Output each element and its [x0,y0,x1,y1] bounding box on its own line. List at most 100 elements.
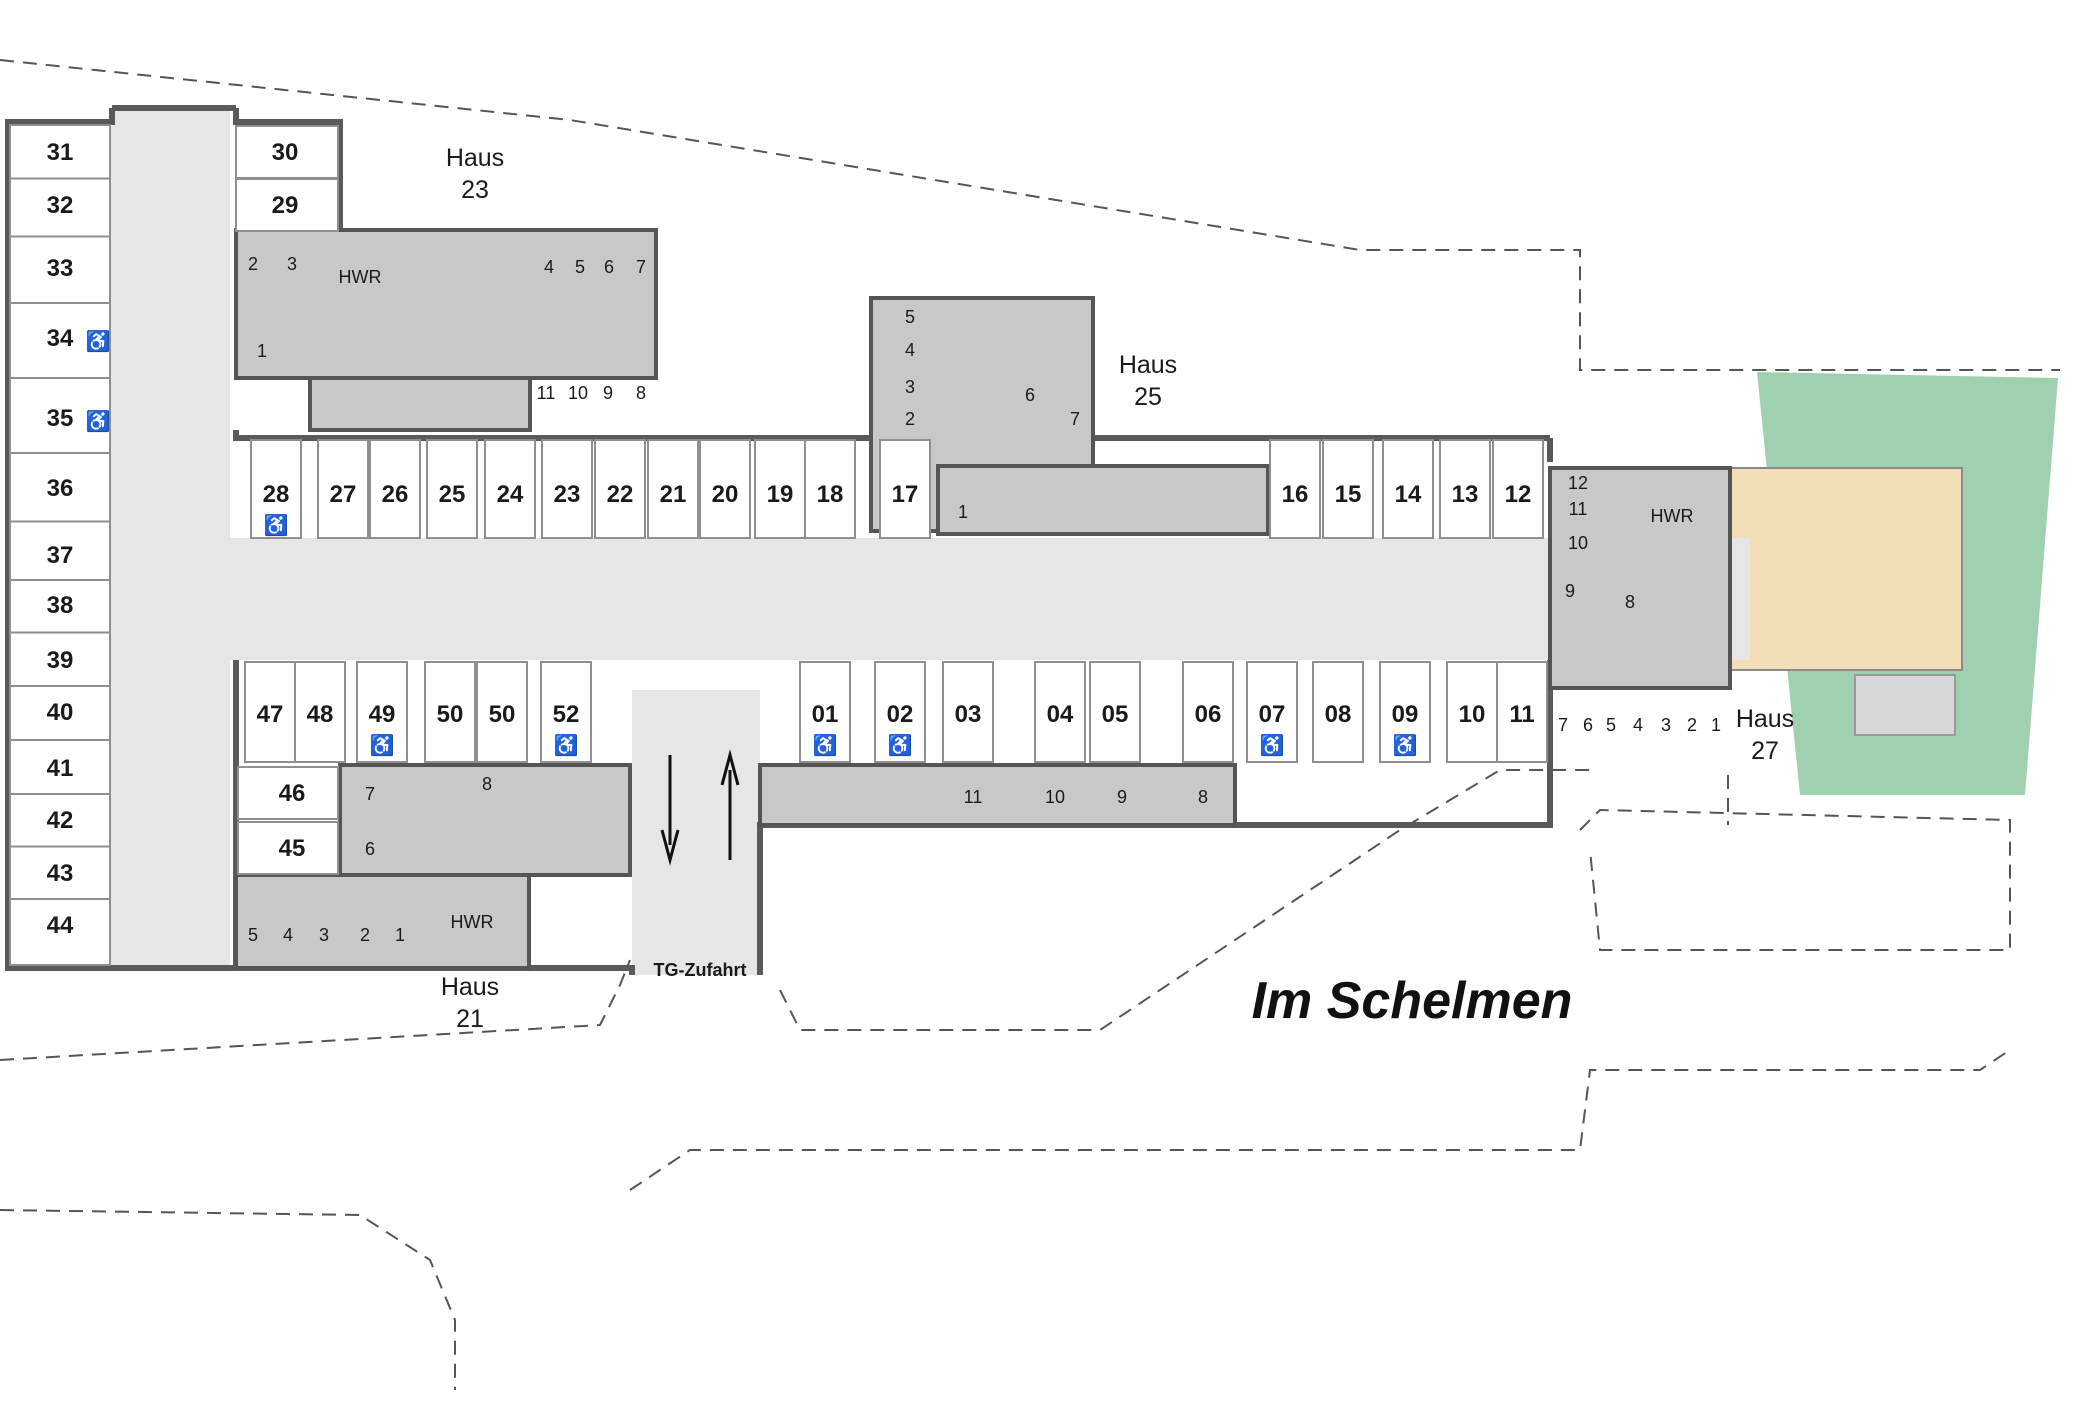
house-label: 21 [456,1005,484,1033]
storage-number: 4 [905,340,915,360]
storage-number: 5 [905,307,915,327]
storage-number: 12 [1568,473,1588,493]
hwr-label: HWR [451,912,494,932]
parking-slot [1496,661,1548,763]
storage-number: 2 [360,925,370,945]
parking-slot-number: 12 [1505,481,1532,508]
wheelchair-icon: ♿ [370,733,395,757]
parking-slot [9,845,111,900]
street-name: Im Schelmen [1252,972,1573,1030]
storage-number: 9 [1117,787,1127,807]
parking-slot [804,439,856,539]
parking-slot-number: 17 [892,481,919,508]
parking-slot-number: 29 [272,192,299,219]
storage-number: 6 [1583,715,1593,735]
parking-slot-number: 14 [1395,481,1422,508]
storage-number: 1 [395,925,405,945]
parking-slot-number: 16 [1282,481,1309,508]
wheelchair-icon: ♿ [888,733,913,757]
parking-slot-number: 13 [1452,481,1479,508]
parking-slot [235,125,339,179]
parking-slot-number: 06 [1195,701,1222,728]
parking-slot [317,439,369,539]
wheelchair-icon: ♿ [1393,733,1418,757]
storage-number: 3 [1661,715,1671,735]
parking-slot-number: 01 [812,701,839,728]
parking-slot-number: 47 [257,701,284,728]
parking-slot [647,439,699,539]
entrance-label: TG-Zufahrt [654,960,747,980]
parking-slot [1182,661,1234,763]
parking-slot [356,661,408,763]
parking-slot [237,766,339,820]
storage-number: 7 [1070,409,1080,429]
storage-number: 8 [636,383,646,403]
house-25-stair-area [936,464,1270,536]
parking-slot [9,520,111,581]
arrow-down-icon [660,755,680,866]
hwr-label: HWR [1651,506,1694,526]
parking-slot-number: 25 [439,481,466,508]
parking-slot-number: 30 [272,139,299,166]
wheelchair-icon: ♿ [86,409,111,433]
house-23-stair-area [308,376,532,432]
storage-number: 7 [1558,715,1568,735]
parking-slot-number: 33 [47,255,74,282]
storage-number: 6 [1025,385,1035,405]
parking-slot-number: 28 [263,481,290,508]
parking-slot-number: 03 [955,701,982,728]
storage-number: 8 [1198,787,1208,807]
parking-slot [9,235,111,304]
storage-number: 5 [1606,715,1616,735]
parking-slot-number: 23 [554,481,581,508]
parking-slot-number: 21 [660,481,687,508]
parking-slot [9,631,111,687]
house-label: Haus [446,144,504,172]
storage-number: 11 [964,787,983,807]
parking-slot-number: 10 [1459,701,1486,728]
storage-number: 1 [958,502,968,522]
parking-slot-number: 48 [307,701,334,728]
storage-number: 11 [537,383,556,403]
parking-slot [9,124,111,180]
storage-number: 8 [482,774,492,794]
parking-slot-number: 02 [887,701,914,728]
parking-slot [1269,439,1321,539]
parking-slot [594,439,646,539]
aisle-main [230,538,1750,660]
south-storage-strip [758,763,1237,827]
storage-number: 1 [1711,715,1721,735]
parking-slot [1382,439,1434,539]
parking-slot [1439,439,1491,539]
storage-number: 9 [603,383,613,403]
parking-slot-number: 36 [47,475,74,502]
arrow-up-icon [720,749,740,860]
hwr-label: HWR [339,267,382,287]
aisle-west [110,110,230,968]
parking-slot [942,661,994,763]
parking-slot [244,661,296,763]
parking-slot-number: 11 [1509,701,1534,728]
storage-number: 6 [365,839,375,859]
storage-number: 8 [1625,592,1635,612]
storage-number: 3 [905,377,915,397]
parking-slot-number: 40 [47,699,74,726]
parking-slot [799,661,851,763]
storage-number: 11 [1569,499,1588,519]
parking-slot [369,439,421,539]
parking-slot [250,439,302,539]
parking-slot-number: 07 [1259,701,1286,728]
parking-slot [1446,661,1498,763]
parking-slot [879,439,931,539]
parking-slot [1322,439,1374,539]
parking-slot [237,821,339,875]
storage-number: 7 [636,257,646,277]
parking-slot-number: 52 [553,701,580,728]
property-boundary [0,59,2060,1390]
parking-slot-number: 43 [47,860,74,887]
parking-slot [9,685,111,741]
storage-number: 3 [319,925,329,945]
house-label: 27 [1751,737,1779,765]
house-label: Haus [1736,705,1794,733]
parking-slot [1492,439,1544,539]
